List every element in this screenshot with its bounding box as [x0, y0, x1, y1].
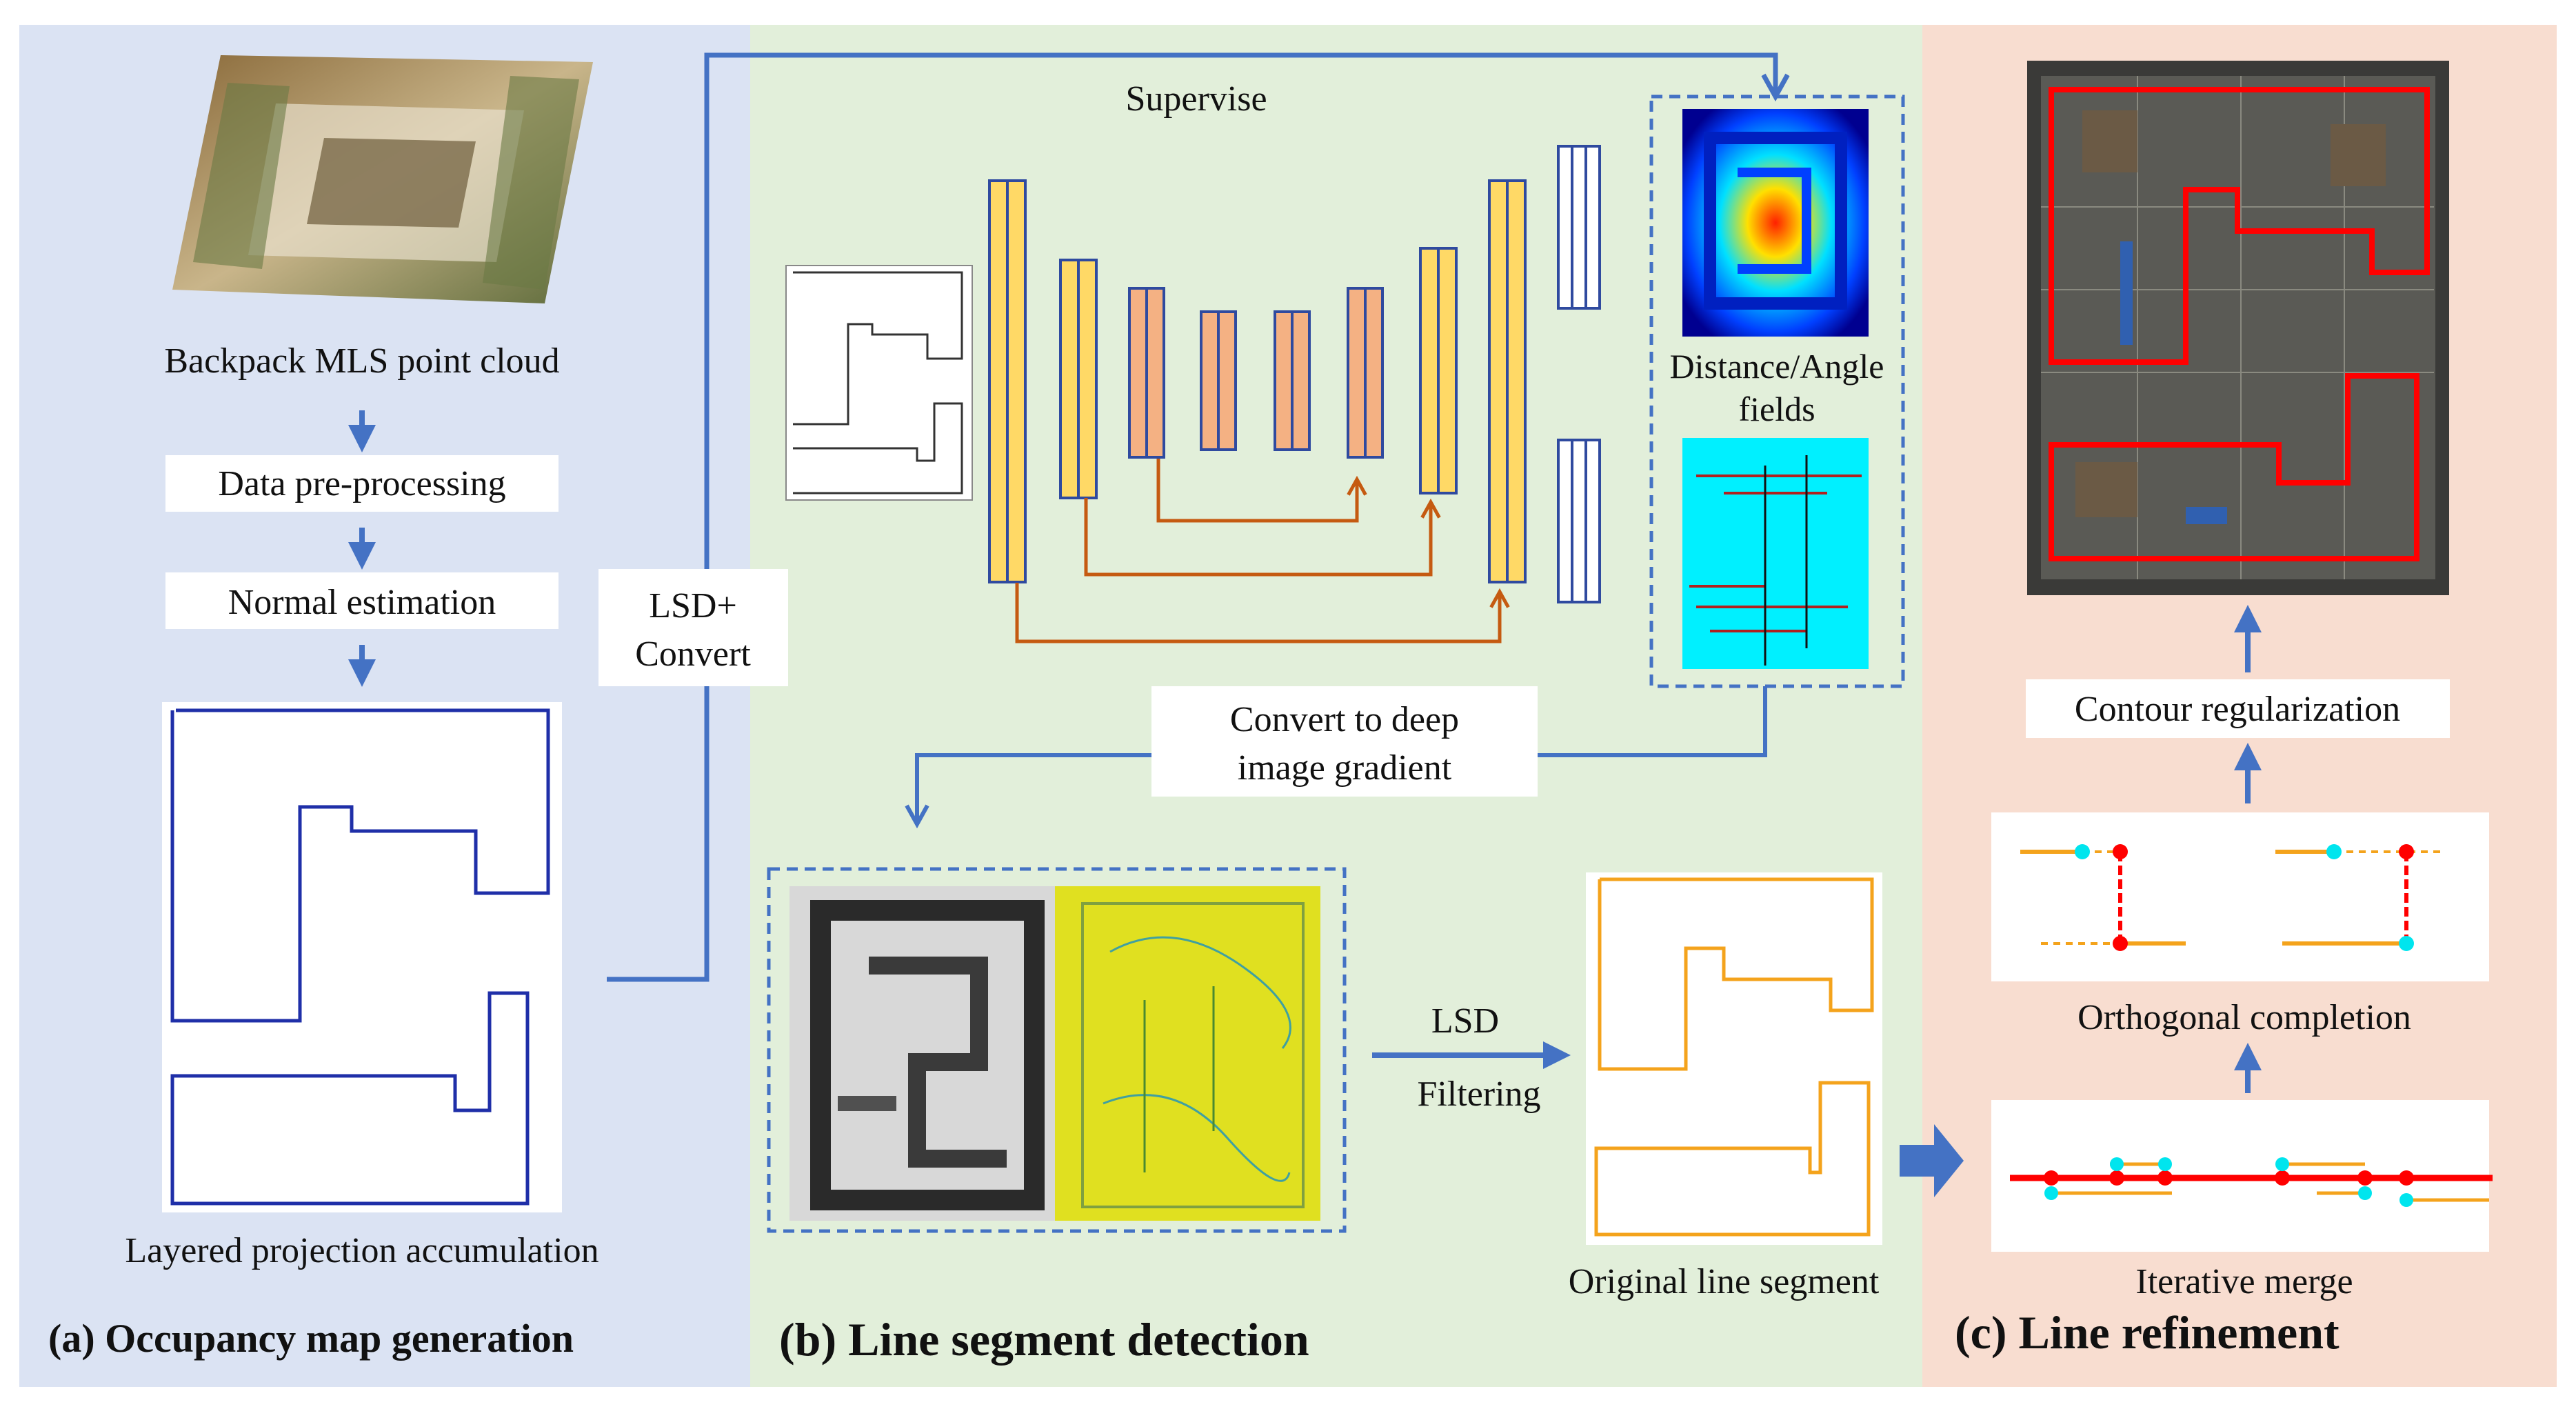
original-line-segment-image	[1586, 872, 1882, 1245]
original-segment-label: Original line segment	[1569, 1262, 1880, 1301]
gradient-magnitude-image	[789, 886, 1055, 1221]
step-normal-box	[165, 572, 559, 629]
fields-label-line1: Distance/Angle	[1669, 347, 1884, 386]
panel-a-title: (a) Occupancy map generation	[48, 1316, 574, 1361]
gradient-dashed-box	[767, 867, 1347, 1233]
skip-connection-3	[1015, 583, 1500, 643]
occupancy-map-image	[162, 702, 562, 1212]
fields-label-line2: fields	[1738, 390, 1815, 428]
contour-label: Contour regularization	[2075, 690, 2400, 729]
point-cloud-label: Backpack MLS point cloud	[164, 341, 559, 381]
panel-b-title: (b) Line segment detection	[779, 1313, 1309, 1366]
skip-connection-1	[1156, 459, 1357, 523]
step-preprocessing-box	[165, 455, 559, 512]
output-head-bottom	[1557, 439, 1601, 603]
lsd-convert-line1: LSD+	[649, 586, 737, 626]
arrow-to-refinement	[1900, 1124, 1964, 1197]
orthogonal-completion-image	[1991, 812, 2489, 981]
gradient-angle-image	[1055, 886, 1320, 1221]
unet-bottleneck-block-2	[1274, 310, 1311, 451]
fields-dashed-box	[1649, 94, 1905, 688]
angle-field-image	[1682, 438, 1869, 669]
orthogonal-label: Orthogonal completion	[2077, 998, 2411, 1037]
unet-encoder-block-2	[1059, 259, 1098, 499]
output-head-top	[1557, 145, 1601, 310]
filtering-label: Filtering	[1417, 1075, 1540, 1114]
lsd-convert-box	[598, 569, 788, 686]
iterative-merge-image	[1991, 1100, 2493, 1252]
arrow-map-to-fields	[607, 52, 1775, 982]
lsd-convert-line2: Convert	[635, 634, 751, 674]
unet-decoder-block-2	[1419, 247, 1458, 494]
skip-connection-2	[1084, 498, 1431, 577]
distance-field-image	[1682, 109, 1869, 337]
step-normal-label: Normal estimation	[228, 583, 496, 622]
panel-c-title: (c) Line refinement	[1955, 1306, 2339, 1359]
network-input-image	[785, 265, 973, 501]
unet-encoder-block-1	[988, 179, 1027, 583]
refined-contour-image	[2027, 61, 2449, 595]
gradient-line2: image gradient	[1238, 748, 1452, 788]
point-cloud-image	[172, 55, 593, 303]
unet-encoder-block-3	[1128, 287, 1165, 459]
supervise-label: Supervise	[1125, 79, 1267, 119]
iterative-label: Iterative merge	[2135, 1262, 2353, 1301]
unet-bottleneck-block-1	[1200, 310, 1237, 451]
lsd-label: LSD	[1431, 1001, 1499, 1041]
gradient-line1: Convert to deep	[1230, 700, 1459, 739]
contour-box	[2026, 679, 2450, 738]
unet-decoder-block-1	[1347, 287, 1384, 459]
gradient-box	[1151, 686, 1538, 797]
projection-label: Layered projection accumulation	[125, 1231, 598, 1270]
unet-decoder-block-3	[1488, 179, 1527, 583]
step-preprocessing-label: Data pre-processing	[218, 464, 505, 503]
